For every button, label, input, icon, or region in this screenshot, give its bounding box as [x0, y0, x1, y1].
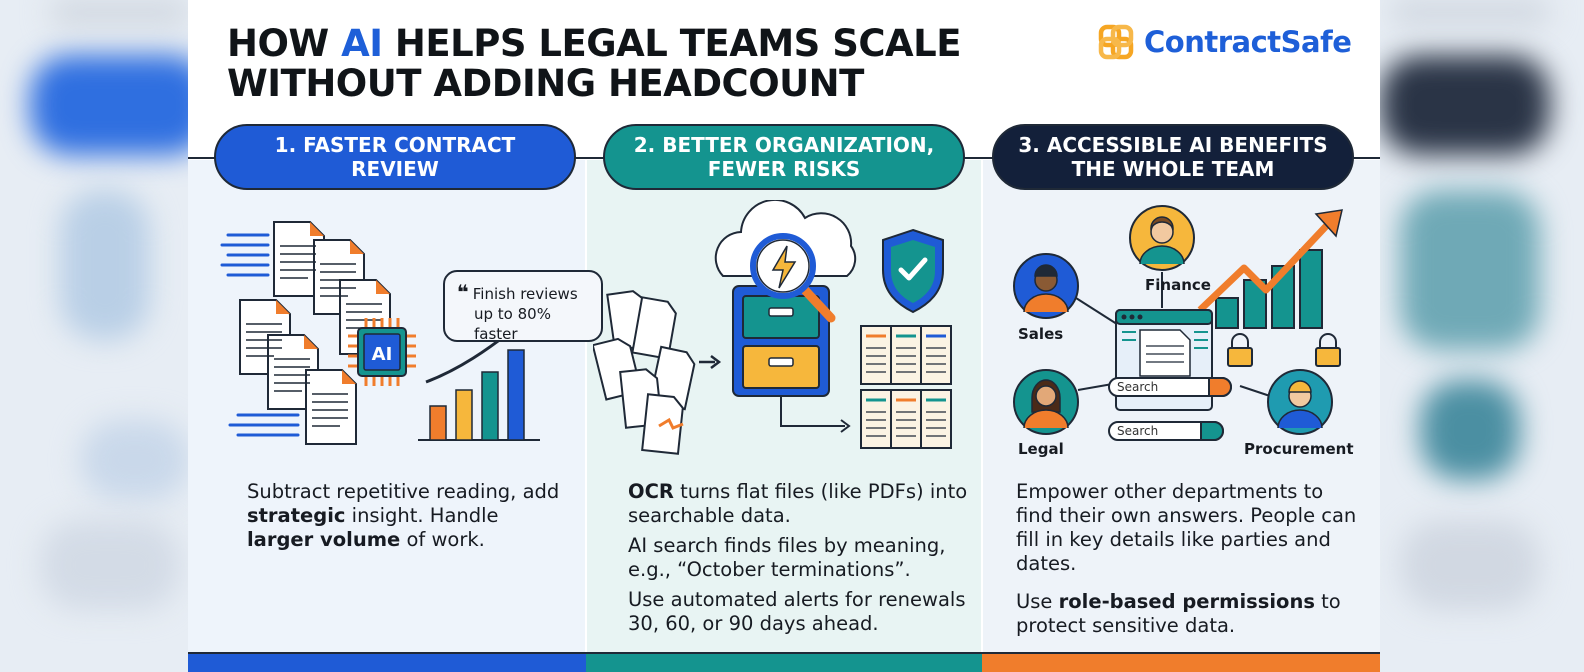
faster-review-illustration: AI ❝Finish reviews up to 80% faster: [218, 200, 603, 460]
brand-name: ContractSafe: [1144, 25, 1352, 59]
quote-bubble: ❝Finish reviews up to 80% faster: [443, 270, 603, 343]
footer-bar-orange: [982, 654, 1380, 672]
section-2-heading: 2. BETTER ORGANIZATION,FEWER RISKS: [603, 124, 965, 190]
section-1-text: Subtract repetitive reading, add strateg…: [247, 480, 560, 551]
footer-bar-blue: [188, 654, 586, 672]
footer-bar-teal: [586, 654, 982, 672]
section-2-text: OCR turns flat files (like PDFs) into se…: [628, 480, 968, 635]
section-3-text: Empower other departments to find their …: [1016, 480, 1357, 637]
title-highlight: AI: [341, 22, 383, 65]
brand-logo[interactable]: ContractSafe: [1096, 20, 1352, 64]
column-divider: [585, 160, 587, 654]
search-icon[interactable]: [1200, 421, 1224, 441]
contractsafe-logo-icon: [1098, 24, 1134, 60]
person-label-sales: Sales: [1018, 325, 1064, 343]
section-1-heading: 1. FASTER CONTRACT REVIEW: [214, 124, 576, 190]
team-access-illustration: Finance Sales Legal Procurement Search S…: [1008, 200, 1368, 468]
quote-icon: ❝: [457, 280, 469, 304]
cloud-cabinet-shield-icon: [593, 200, 952, 455]
person-label-finance: Finance: [1145, 276, 1211, 294]
organization-illustration: [593, 200, 977, 460]
infographic-poster: HOW AI HELPS LEGAL TEAMS SCALE WITHOUT A…: [188, 0, 1380, 672]
documents-ai-chart-icon: AI: [220, 221, 540, 445]
search-input[interactable]: Search: [1108, 377, 1232, 397]
page-title: HOW AI HELPS LEGAL TEAMS SCALE WITHOUT A…: [227, 22, 961, 105]
person-label-procurement: Procurement: [1244, 440, 1354, 458]
footer-divider: [188, 652, 1380, 654]
ai-chip-label: AI: [372, 344, 393, 365]
search-icon[interactable]: [1208, 377, 1232, 397]
person-label-legal: Legal: [1018, 440, 1064, 458]
column-divider: [981, 160, 983, 654]
search-input[interactable]: Search: [1108, 421, 1224, 441]
